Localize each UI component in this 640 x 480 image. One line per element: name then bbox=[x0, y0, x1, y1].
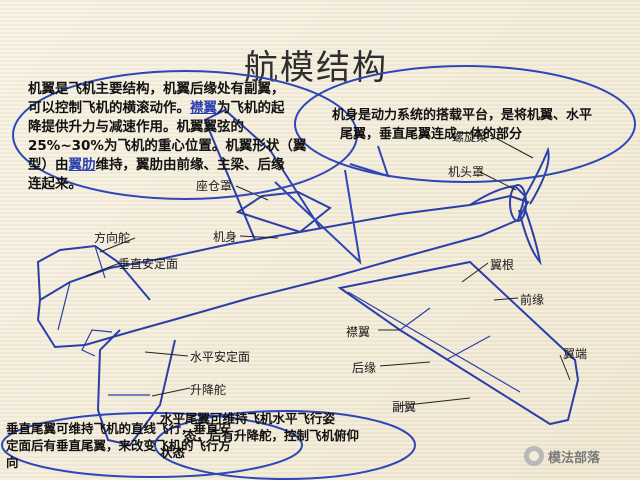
wechat-logo-icon bbox=[524, 446, 544, 466]
link-flap[interactable]: 襟翼 bbox=[190, 100, 217, 116]
note-horizontal-tail: 水平尾翼可维持飞机水平飞行姿 态，后有升降舵，控制飞机俯仰 状态 bbox=[160, 411, 360, 460]
note-vertical-tail: 垂直尾翼可维持飞机的直线飞行，垂直安 定面后有垂直尾翼，来改变飞机的飞行方 向 bbox=[6, 421, 232, 470]
label-horizontal-stabilizer: 水平安定面 bbox=[190, 350, 251, 364]
fuselage-outline bbox=[36, 194, 530, 349]
label-elevator: 升降舵 bbox=[190, 383, 227, 397]
label-aileron: 副翼 bbox=[392, 400, 417, 414]
note-fuselage: 机身是动力系统的搭载平台，是将机翼、水平 尾翼，垂直尾翼连成一体的部分 bbox=[332, 108, 593, 142]
horizontal-tail bbox=[81, 329, 176, 447]
main-wing bbox=[337, 260, 580, 426]
nose-cowling bbox=[469, 184, 527, 222]
link-wing-rib[interactable]: 翼肋 bbox=[68, 157, 96, 173]
vertical-tail bbox=[36, 244, 151, 301]
ellipse-wing bbox=[12, 70, 358, 200]
label-nose: 机头罩 bbox=[448, 165, 485, 179]
note-ellipses bbox=[1, 65, 636, 480]
ellipse-horizontal bbox=[154, 410, 416, 480]
page-title: 航模结构 bbox=[244, 48, 388, 88]
label-leading-edge: 前缘 bbox=[520, 293, 545, 307]
label-propeller: 螺旋桨 bbox=[452, 130, 489, 144]
canopy bbox=[235, 190, 332, 234]
far-wing bbox=[203, 108, 321, 241]
ellipse-vertical bbox=[1, 412, 303, 478]
propeller bbox=[518, 146, 550, 266]
label-wing-root: 翼根 bbox=[490, 258, 515, 272]
watermark: 模法部落 bbox=[524, 444, 628, 468]
label-canopy: 座仓罩 bbox=[196, 179, 233, 193]
ellipse-fuselage bbox=[294, 65, 636, 183]
label-wing-tip: 翼端 bbox=[563, 347, 588, 361]
label-fuselage: 机身 bbox=[213, 230, 238, 244]
note-wing: 机翼是飞机主要结构，机翼后缘处有副翼， 可以控制飞机的横滚动作。襟翼为飞机的起 … bbox=[28, 81, 307, 192]
label-flap: 襟翼 bbox=[346, 325, 371, 339]
callout-arrows bbox=[274, 145, 390, 265]
label-vertical-stabilizer: 垂直安定面 bbox=[118, 257, 179, 271]
watermark-text: 模法部落 bbox=[548, 450, 601, 466]
label-trailing-edge: 后缘 bbox=[352, 361, 377, 375]
label-rudder: 方向舵 bbox=[94, 231, 131, 245]
